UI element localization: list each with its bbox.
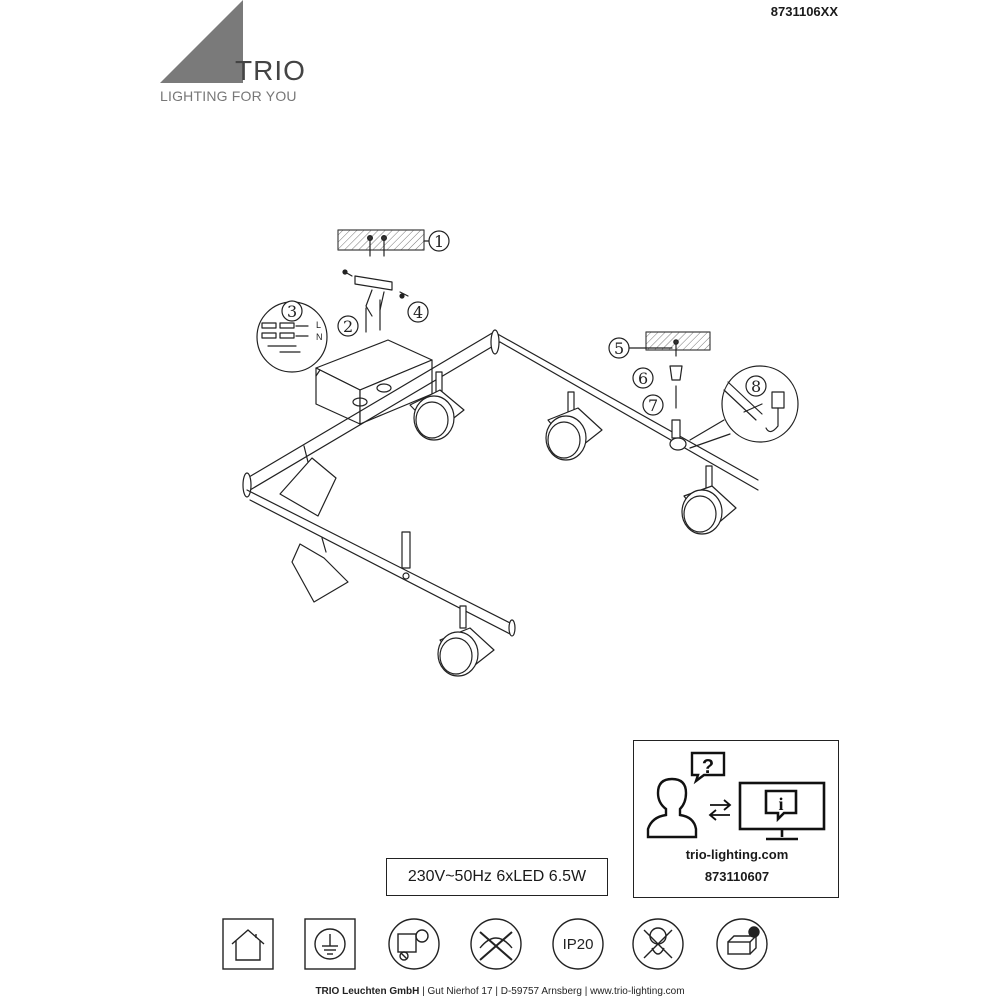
footer-separator: | — [422, 986, 425, 997]
step-5-label: 5 — [614, 339, 624, 358]
indoor-house-icon — [222, 918, 274, 970]
spotlight — [437, 605, 495, 677]
assembly-diagram: L N — [242, 229, 799, 677]
support-url[interactable]: trio-lighting.com — [685, 847, 789, 862]
minimum-distance-icon — [388, 918, 440, 970]
info-letter-icon: i — [778, 794, 783, 814]
ceiling-mount-step — [337, 229, 425, 257]
spotlight-cone — [291, 537, 349, 603]
product-code: 8731106XX — [770, 4, 838, 19]
wiring-detail — [256, 301, 328, 377]
recycling-icon — [716, 918, 768, 970]
electrical-spec: 230V~50Hz 6xLED 6.5W — [386, 858, 608, 896]
step-4-label: 4 — [413, 303, 423, 322]
spotlight — [681, 465, 737, 535]
footer-separator: | — [584, 986, 588, 997]
no-covering-icon — [632, 918, 684, 970]
wiring-label-l: L — [316, 320, 321, 330]
footer-website[interactable]: www.trio-lighting.com — [590, 986, 685, 997]
support-code: 873110607 — [704, 869, 770, 884]
question-mark-icon: ? — [702, 756, 714, 778]
spotlight-cone — [279, 445, 337, 517]
spotlight — [409, 371, 465, 441]
ip20-icon: IP20 — [552, 918, 604, 970]
footer-company: TRIO Leuchten GmbH — [315, 986, 420, 997]
step-7-label: 7 — [648, 396, 658, 415]
step-6-label: 6 — [638, 369, 648, 388]
brand-name: TRIO — [235, 55, 306, 86]
footer-address: TRIO Leuchten GmbH | Gut Nierhof 17 | D-… — [0, 986, 1000, 997]
step-3-label: 3 — [287, 302, 297, 321]
step-2-label: 2 — [343, 317, 353, 336]
step-8-label: 8 — [751, 377, 761, 396]
footer-street: Gut Nierhof 17 — [427, 986, 493, 997]
spotlight — [545, 391, 603, 461]
brand-tagline: LIGHTING FOR YOU — [160, 88, 297, 104]
monitor-info-icon — [738, 781, 826, 841]
footer-separator: | — [495, 986, 498, 997]
support-illustration: ? i — [646, 751, 826, 841]
trio-logo-icon — [160, 0, 243, 83]
footer-city: D-59757 Arnsberg — [500, 986, 582, 997]
step-markers — [281, 230, 767, 416]
protective-earth-icon — [304, 918, 356, 970]
exchange-arrows-icon — [708, 799, 732, 821]
wiring-label-n: N — [316, 332, 323, 342]
mounting-bracket — [342, 269, 409, 333]
ip-rating-label: IP20 — [563, 936, 594, 953]
step-1-label: 1 — [434, 232, 444, 251]
person-question-icon — [646, 751, 726, 839]
no-dimmer-icon — [470, 918, 522, 970]
support-info-box: ? i trio-lighting.com 873110607 — [633, 740, 839, 898]
lower-rail — [246, 489, 516, 637]
hook-detail — [689, 365, 799, 449]
suspension-detail — [645, 331, 711, 451]
